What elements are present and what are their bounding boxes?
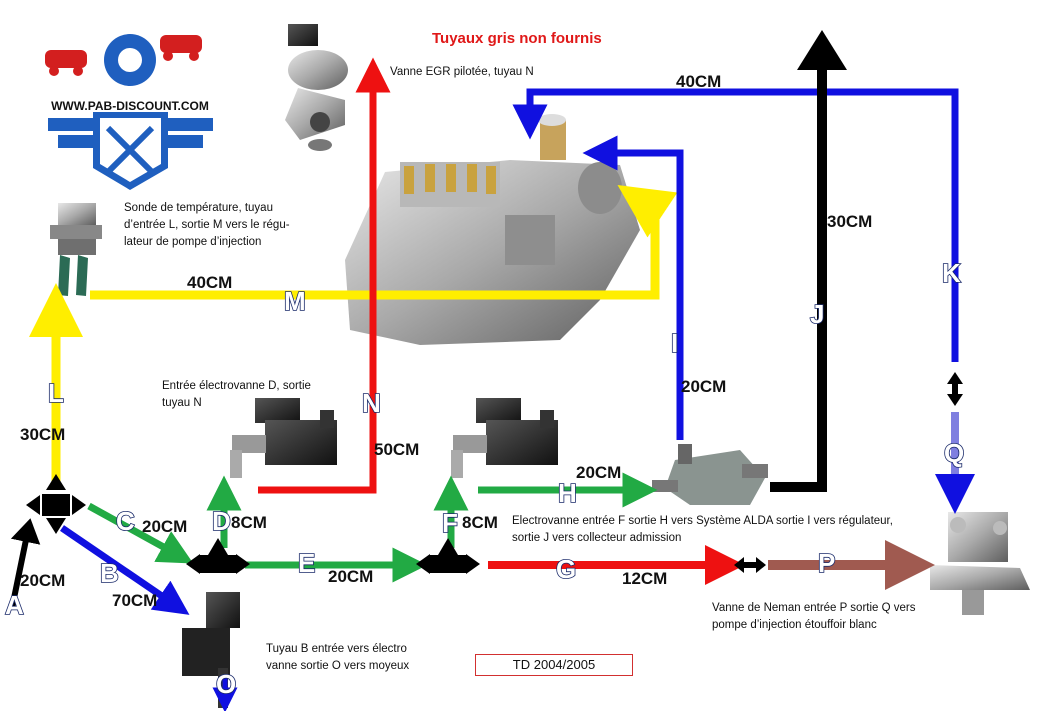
letter-h: H (558, 478, 577, 508)
length-k: 40CM (676, 72, 721, 91)
length-e: 20CM (328, 567, 373, 586)
alda-valve-icon (652, 444, 768, 505)
caption-alda: Electrovanne entrée F sortie H vers Syst… (512, 515, 893, 544)
letter-o: O (216, 669, 236, 699)
page-title: Tuyaux gris non fournis (432, 30, 602, 47)
hose-lengths: 20CM 70CM 20CM 8CM 20CM 8CM 12CM 20CM 20… (20, 72, 872, 610)
logo-url: WWW.PAB-DISCOUNT.COM (51, 99, 209, 113)
letter-a: A (5, 590, 24, 620)
length-h: 20CM (576, 463, 621, 482)
letter-b: B (100, 558, 119, 588)
length-d: 8CM (231, 513, 267, 532)
temperature-sensor-icon (50, 203, 102, 296)
length-f: 8CM (462, 513, 498, 532)
coupler-p (734, 557, 766, 573)
length-g: 12CM (622, 569, 667, 588)
length-n: 50CM (374, 440, 419, 459)
letter-g: G (556, 554, 576, 584)
length-i: 20CM (681, 377, 726, 396)
letter-j: J (810, 299, 824, 329)
length-l: 30CM (20, 425, 65, 444)
injection-pump-icon (345, 114, 640, 345)
caption-egr: Vanne EGR pilotée, tuyau N (390, 66, 534, 78)
tee-connector-top (26, 474, 86, 534)
coupler-q (947, 372, 963, 406)
neman-valve-icon (930, 512, 1030, 615)
letter-f: F (442, 508, 458, 538)
solenoid-valve-f-icon (451, 398, 558, 478)
letter-c: C (116, 506, 135, 536)
pab-discount-logo: WWW.PAB-DISCOUNT.COM (45, 34, 213, 190)
letter-n: N (362, 388, 381, 418)
length-c: 20CM (142, 517, 187, 536)
letter-d: D (212, 506, 231, 536)
letter-l: L (48, 378, 64, 408)
length-j: 30CM (827, 212, 872, 231)
length-b: 70CM (112, 591, 157, 610)
tee-connector-d (186, 538, 250, 574)
hose-paths (9, 30, 975, 711)
solenoid-valve-d-icon (230, 398, 337, 478)
egr-valve-icon (285, 24, 348, 151)
model-year-box: TD 2004/2005 (475, 654, 633, 676)
tee-connector-f (416, 538, 480, 574)
length-a: 20CM (20, 571, 65, 590)
letter-p: P (818, 548, 835, 578)
letter-m: M (284, 286, 306, 316)
letter-k: K (942, 258, 961, 288)
hose-letters: A B C D E F G H I J K L M N O P Q (4, 257, 965, 700)
letter-q: Q (944, 438, 964, 468)
letter-e: E (298, 548, 315, 578)
letter-i: I (671, 328, 678, 358)
length-m: 40CM (187, 273, 232, 292)
